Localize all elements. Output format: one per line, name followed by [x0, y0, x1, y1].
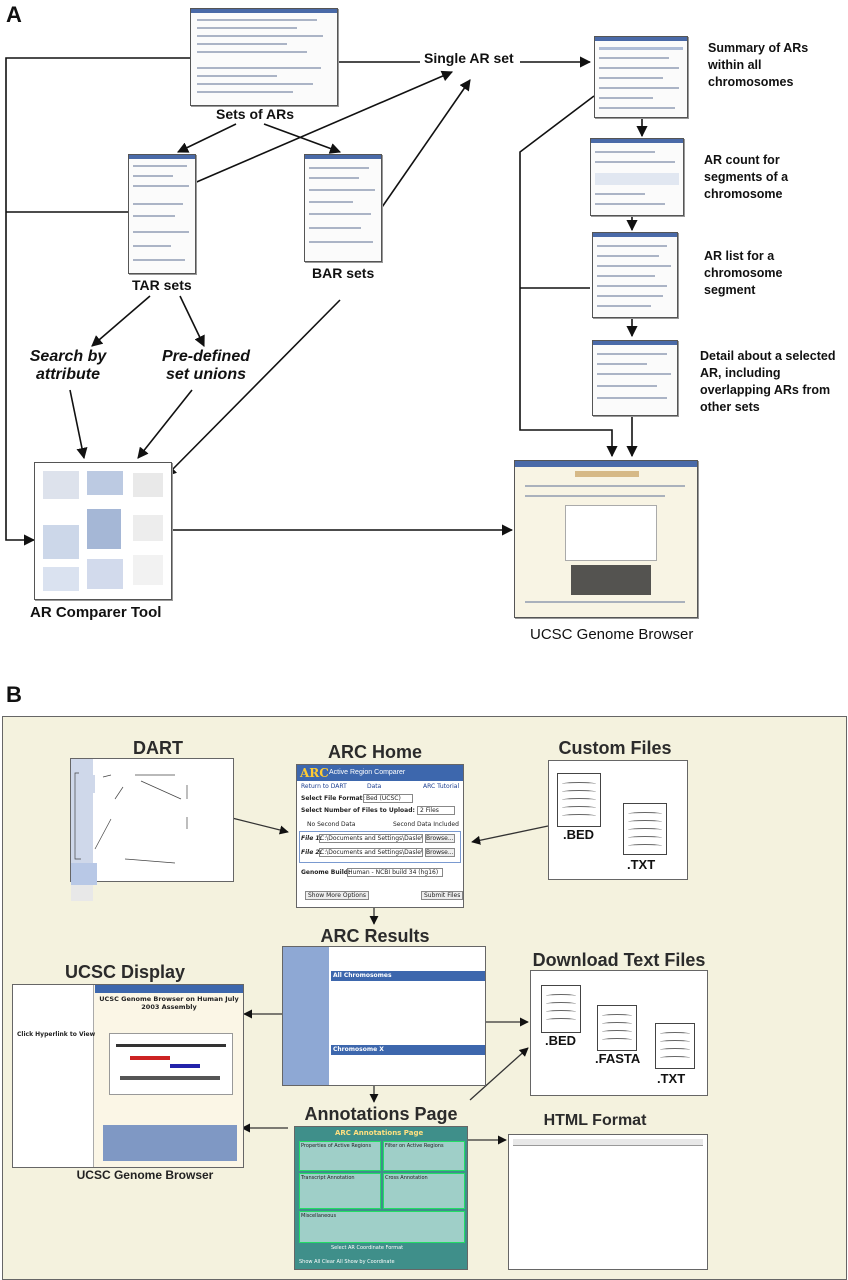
more-options-button[interactable]: Show More Options	[305, 891, 370, 900]
custom-files-box: .BED .TXT	[548, 760, 688, 880]
arc-results-title: ARC Results	[320, 926, 430, 946]
annotations-header: ARC Annotations Page	[335, 1129, 424, 1137]
download-fasta-icon	[597, 1005, 637, 1051]
ar-detail-thumbnail	[592, 340, 678, 416]
select-file-format-label: Select File Format:	[301, 795, 365, 802]
file2-input[interactable]: C:\Documents and Settings\Dasle\My Docum	[319, 848, 423, 857]
ar-count-thumbnail	[590, 138, 684, 216]
custom-bed-ext: .BED	[563, 827, 595, 842]
tar-sets-label: TAR sets	[132, 277, 192, 293]
html-format-screenshot	[508, 1134, 708, 1270]
ar-list-thumbnail	[592, 232, 678, 318]
dart-title: DART	[133, 738, 183, 758]
annotations-page-screenshot: ARC Annotations Page Properties of Activ…	[294, 1126, 468, 1270]
sets-of-ars-thumbnail	[190, 8, 338, 106]
all-chromosomes-header: All Chromosomes	[333, 972, 392, 979]
panel-a-connectors	[5, 56, 648, 546]
txt-file-icon	[623, 803, 667, 855]
step-ar-detail-label: Detail about a selected AR, including ov…	[700, 349, 836, 414]
sets-of-ars-label: Sets of ARs	[216, 106, 295, 122]
step-ar-count-label: AR count for segments of a chromosome	[704, 153, 789, 201]
radio-no-second-data[interactable]: No Second Data	[307, 821, 356, 828]
download-txt-ext: .TXT	[657, 1071, 686, 1086]
download-text-files-title: Download Text Files	[532, 950, 706, 970]
bar-sets-thumbnail	[304, 154, 382, 262]
number-files-select[interactable]: 2 Files	[417, 806, 455, 815]
download-bed-icon	[541, 985, 581, 1033]
arc-nav-data[interactable]: Data	[367, 783, 382, 790]
html-format-title: HTML Format	[543, 1112, 647, 1129]
ucsc-display-screenshot: Click Hyperlink to View UCSC Genome Brow…	[12, 984, 244, 1168]
dart-thumbnail	[70, 758, 234, 901]
arc-logo: ARC	[300, 766, 329, 780]
arc-nav-dart[interactable]: Return to DART	[301, 783, 347, 790]
file1-browse-button[interactable]: Browse...	[425, 834, 455, 843]
ucsc-browser-thumbnail	[514, 460, 698, 618]
predefined-set-unions-label: Pre-defined set unions	[161, 348, 250, 383]
arc-nav-tutorial[interactable]: ARC Tutorial	[423, 783, 460, 790]
bed-file-icon	[557, 773, 601, 827]
panel-letter-b: B	[6, 682, 22, 707]
chromosome-x-header: Chromosome X	[333, 1046, 384, 1053]
ucsc-sidebar-title: Click Hyperlink to View	[17, 1031, 96, 1038]
bar-sets-label: BAR sets	[312, 265, 375, 281]
ucsc-display-title: UCSC Display	[64, 962, 186, 982]
genome-build-select[interactable]: Human - NCBI build 34 (hg16)	[347, 868, 443, 877]
annotations-page-title: Annotations Page	[304, 1104, 458, 1124]
arc-results-screenshot: All Chromosomes Chromosome X	[282, 946, 486, 1086]
ucsc-display-header: UCSC Genome Browser on Human July 2003 A…	[99, 995, 239, 1011]
annotations-sec5: Miscellaneous	[301, 1213, 337, 1219]
annotations-sec2: Filter on Active Regions	[385, 1143, 444, 1149]
step-ar-list-label: AR list for a chromosome segment	[704, 249, 783, 297]
annotations-footer: Show All Clear All Show by Coordinate	[299, 1259, 395, 1265]
download-txt-icon	[655, 1023, 695, 1069]
tar-sets-thumbnail	[128, 154, 196, 274]
annotations-sec1: Properties of Active Regions	[301, 1143, 372, 1149]
file2-browse-button[interactable]: Browse...	[425, 848, 455, 857]
search-by-attribute-label: Search by attribute	[29, 348, 107, 383]
summary-thumbnail	[594, 36, 688, 118]
arc-subtitle: Active Region Comparer	[329, 769, 406, 776]
annotations-output[interactable]: Select AR Coordinate Format	[331, 1245, 404, 1251]
ar-comparer-tool-thumbnail	[34, 462, 172, 600]
single-ar-set-label: Single AR set	[424, 50, 514, 66]
file1-input[interactable]: C:\Documents and Settings\Dasle\My Docum	[319, 834, 423, 843]
arc-home-screenshot: ARC Active Region Comparer Return to DAR…	[296, 764, 464, 908]
download-fasta-ext: .FASTA	[595, 1051, 641, 1066]
download-files-box: .BED .FASTA .TXT	[530, 970, 708, 1096]
annotations-sec3: Transcript Annotation	[301, 1175, 355, 1181]
file1-label: File 1:	[301, 835, 322, 842]
download-bed-ext: .BED	[545, 1033, 577, 1048]
arc-home-title: ARC Home	[327, 742, 422, 762]
select-number-files-label: Select Number of Files to Upload:	[301, 807, 415, 814]
annotations-sec4: Cross Annotation	[385, 1175, 428, 1181]
file2-label: File 2:	[301, 849, 322, 856]
custom-txt-ext: .TXT	[627, 857, 656, 872]
genome-build-label: Genome Build:	[301, 869, 351, 876]
ar-comparer-tool-label: AR Comparer Tool	[30, 604, 162, 621]
panel-letter-a: A	[6, 2, 22, 27]
ucsc-genome-browser-label: UCSC Genome Browser	[530, 626, 694, 643]
ucsc-genome-browser-caption: UCSC Genome Browser	[76, 1168, 214, 1182]
submit-files-button[interactable]: Submit Files	[421, 891, 464, 900]
radio-second-data[interactable]: Second Data Included	[393, 821, 459, 828]
custom-files-title: Custom Files	[558, 738, 672, 758]
file-format-select[interactable]: Bed (UCSC)	[363, 794, 413, 803]
step-summary-label: Summary of ARs within all chromosomes	[708, 41, 809, 89]
